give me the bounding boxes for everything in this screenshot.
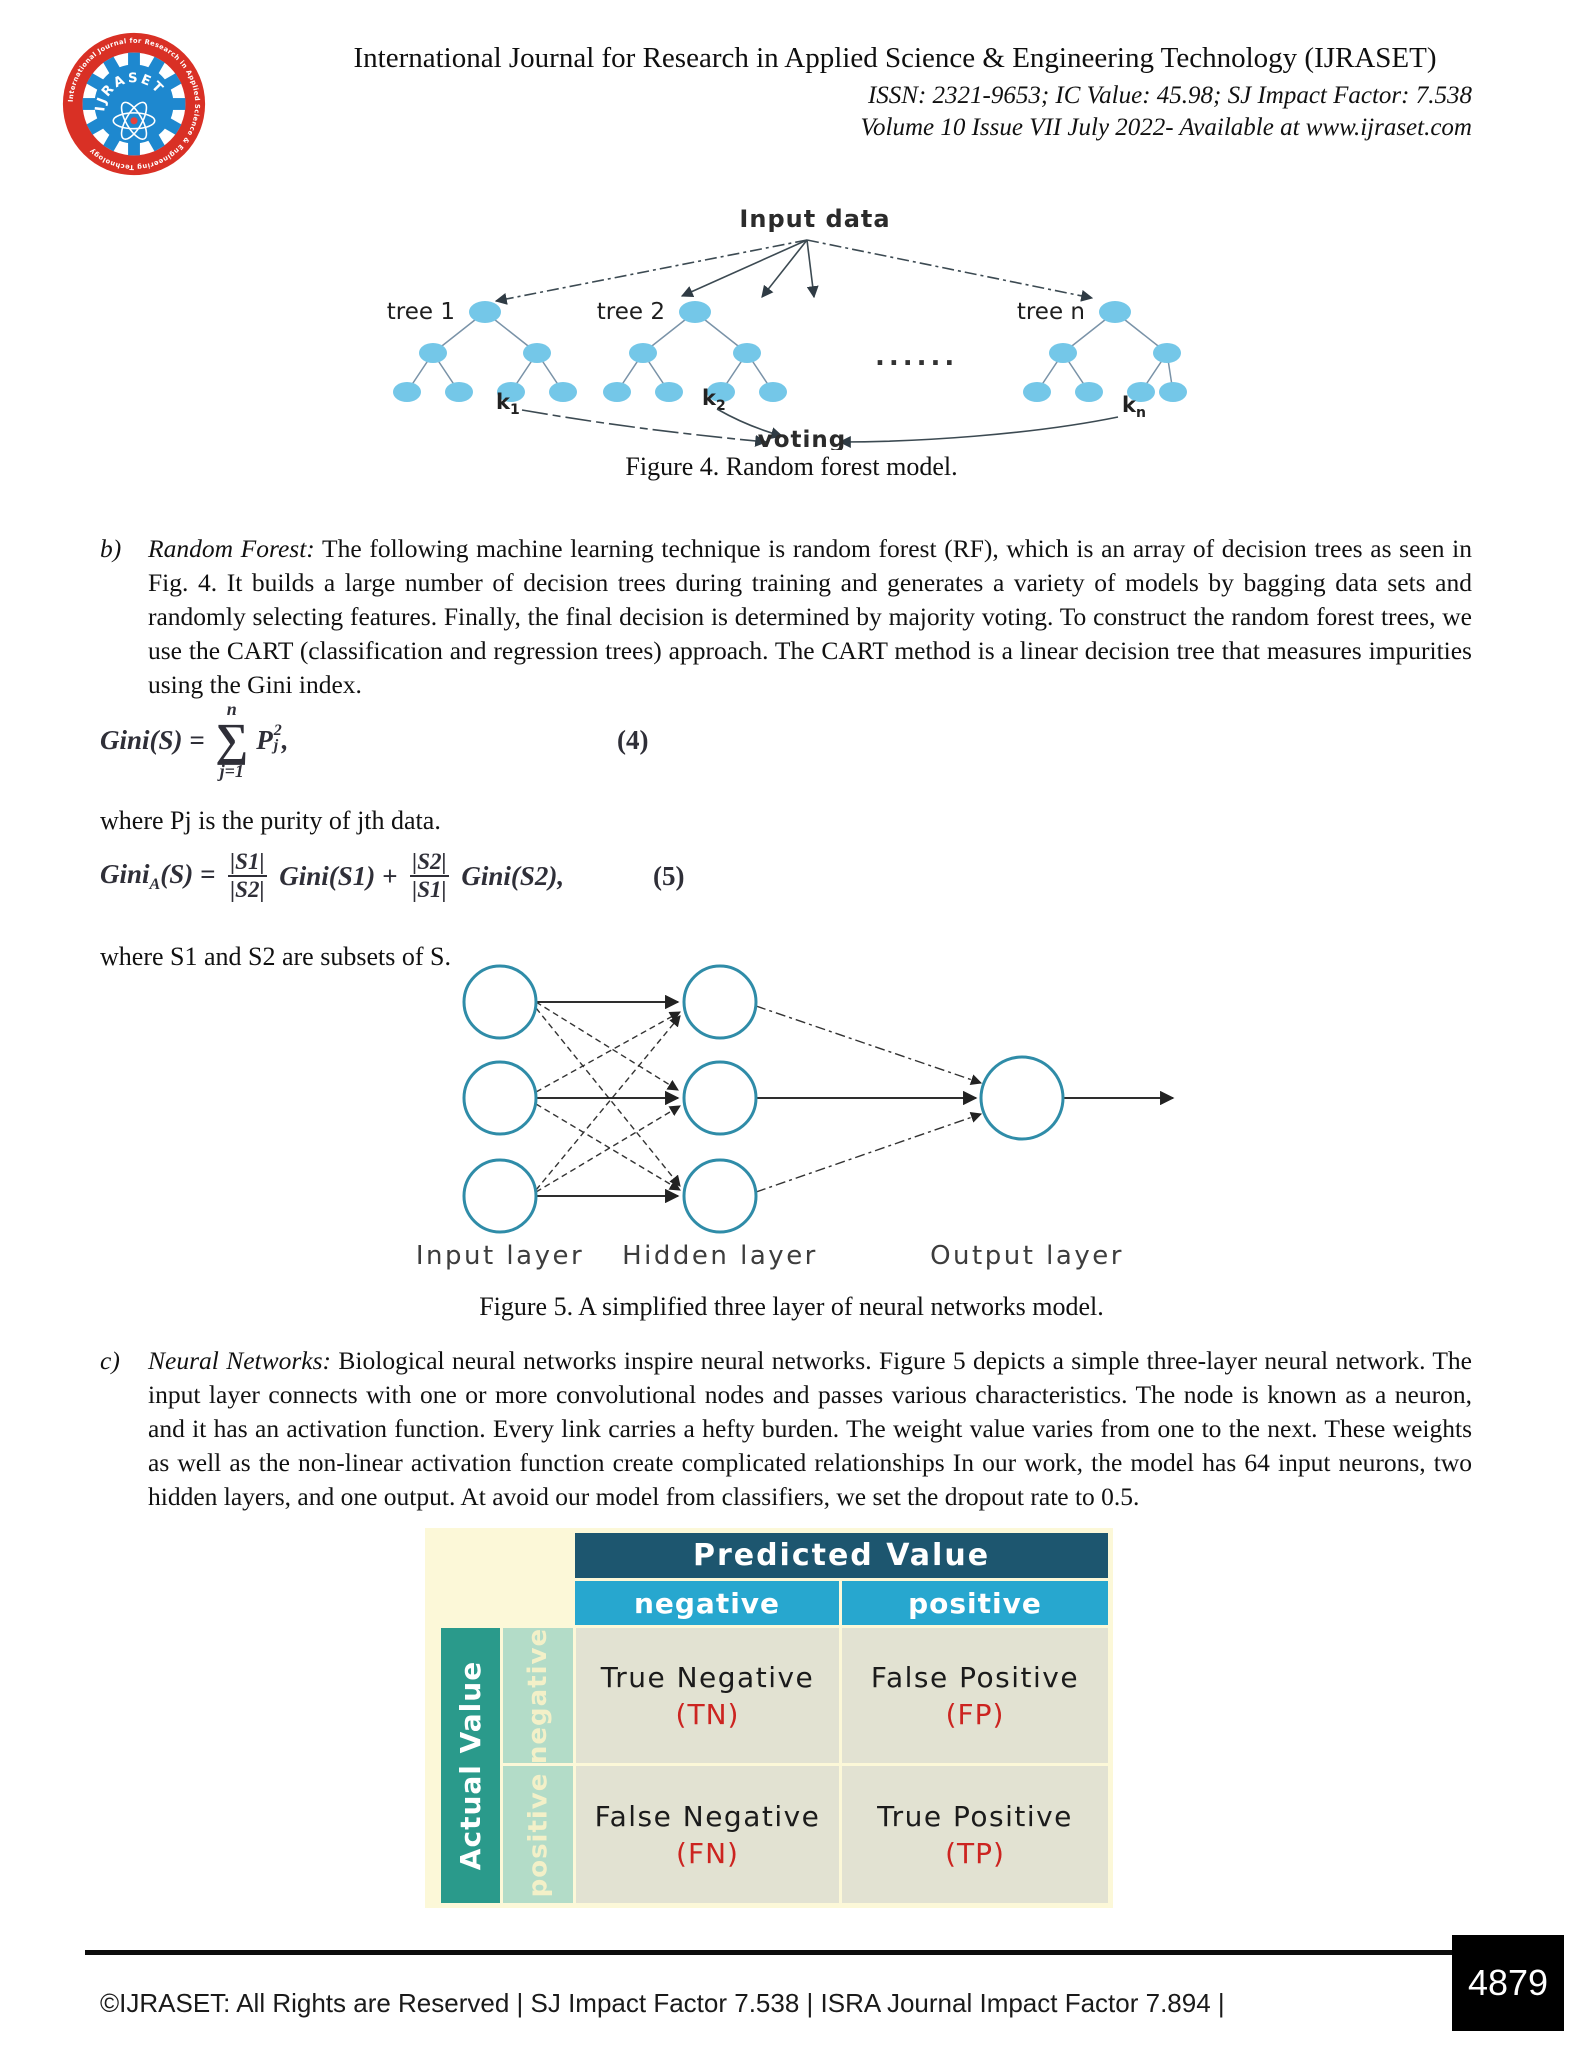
row-header-positive: positive — [503, 1766, 573, 1903]
hidden-node — [682, 1060, 758, 1136]
nn-nodes — [462, 964, 1065, 1234]
journal-title: International Journal for Research in Ap… — [353, 42, 1437, 74]
volume-line: Volume 10 Issue VII July 2022- Available… — [860, 114, 1473, 141]
actual-value-header: Actual Value — [441, 1628, 500, 1903]
eq5-fraction-2: |S2||S1| — [410, 848, 449, 902]
footer-text: ©IJRASET: All Rights are Reserved | SJ I… — [100, 1988, 1225, 2018]
col-header-negative: negative — [575, 1581, 839, 1625]
input-data-label: Input data — [739, 205, 890, 233]
cell-false-negative: False Negative (FN) — [576, 1766, 839, 1903]
k1-label: k1 — [496, 390, 520, 418]
eq4-lhs: Gini(S) = — [100, 724, 212, 755]
ellipsis-dots: ...... — [875, 342, 958, 372]
input-node — [462, 1060, 538, 1136]
output-node — [979, 1055, 1065, 1141]
row-header-negative: negative — [503, 1627, 573, 1764]
hidden-layer-label: Hidden layer — [622, 1241, 818, 1271]
para-c-text: Biological neural networks inspire neura… — [148, 1346, 1472, 1511]
hidden-node — [682, 964, 758, 1040]
input-fan-arrows — [494, 239, 1094, 305]
note-pj: where Pj is the purity of jth data. — [100, 806, 441, 835]
tree-n-label: tree n — [1017, 299, 1085, 325]
figure5-diagram: Input layer Hidden layer Output layer — [416, 964, 1175, 1271]
ijraset-logo: International Journal for Research in Ap… — [56, 26, 212, 182]
page-number: 4879 — [1452, 1935, 1564, 2031]
hidden-node — [682, 1158, 758, 1234]
eq4-number: (4) — [617, 724, 649, 755]
tree-2-label: tree 2 — [597, 299, 665, 325]
issn-line: ISSN: 2321-9653; IC Value: 45.98; SJ Imp… — [867, 82, 1472, 109]
input-node — [462, 964, 538, 1040]
input-node — [462, 1158, 538, 1234]
note-subsets: where S1 and S2 are subsets of S. — [100, 942, 451, 971]
nn-connections — [535, 994, 1175, 1204]
voting-label: voting — [758, 427, 847, 450]
para-b-text: The following machine learning technique… — [148, 534, 1472, 699]
output-layer-label: Output layer — [930, 1241, 1124, 1271]
atom-icon — [112, 101, 156, 140]
figure4-diagram: Input data tree 1 — [387, 205, 1187, 450]
para-b-marker: b) — [100, 534, 122, 563]
eq5-number: (5) — [653, 860, 685, 891]
col-header-positive: positive — [842, 1581, 1108, 1625]
input-layer-label: Input layer — [416, 1241, 584, 1271]
kn-label: kn — [1122, 393, 1146, 421]
para-neural-networks: c) Neural Networks: Biological neural ne… — [100, 1344, 1472, 1514]
para-c-lead: Neural Networks: — [148, 1346, 332, 1375]
k2-label: k2 — [702, 386, 726, 414]
para-random-forest: b) Random Forest: The following machine … — [100, 532, 1472, 702]
decision-trees — [393, 301, 1187, 402]
confusion-matrix: Predicted Value negative positive Actual… — [425, 1528, 1113, 1908]
equation-5: GiniA(S) = |S1||S2| Gini(S1) + |S2||S1| … — [100, 848, 685, 902]
tree-1-label: tree 1 — [387, 299, 455, 325]
figure5-caption: Figure 5. A simplified three layer of ne… — [479, 1292, 1104, 1321]
cell-true-negative: True Negative (TN) — [576, 1628, 839, 1763]
figure4-caption: Figure 4. Random forest model. — [625, 452, 958, 481]
voting-arrows — [521, 408, 1119, 448]
summation-symbol: n ∑ j=1 — [215, 699, 249, 781]
predicted-value-header: Predicted Value — [575, 1533, 1108, 1578]
para-b-lead: Random Forest: — [148, 534, 315, 563]
footer-rule — [85, 1950, 1498, 1955]
eq5-lhs: GiniA(S) = — [100, 858, 223, 893]
cell-false-positive: False Positive (FP) — [842, 1628, 1108, 1763]
logo-gear-icon: IJRASET — [82, 52, 186, 156]
eq5-fraction-1: |S1||S2| — [228, 848, 267, 902]
para-c-marker: c) — [100, 1346, 120, 1375]
cell-true-positive: True Positive (TP) — [842, 1766, 1108, 1903]
